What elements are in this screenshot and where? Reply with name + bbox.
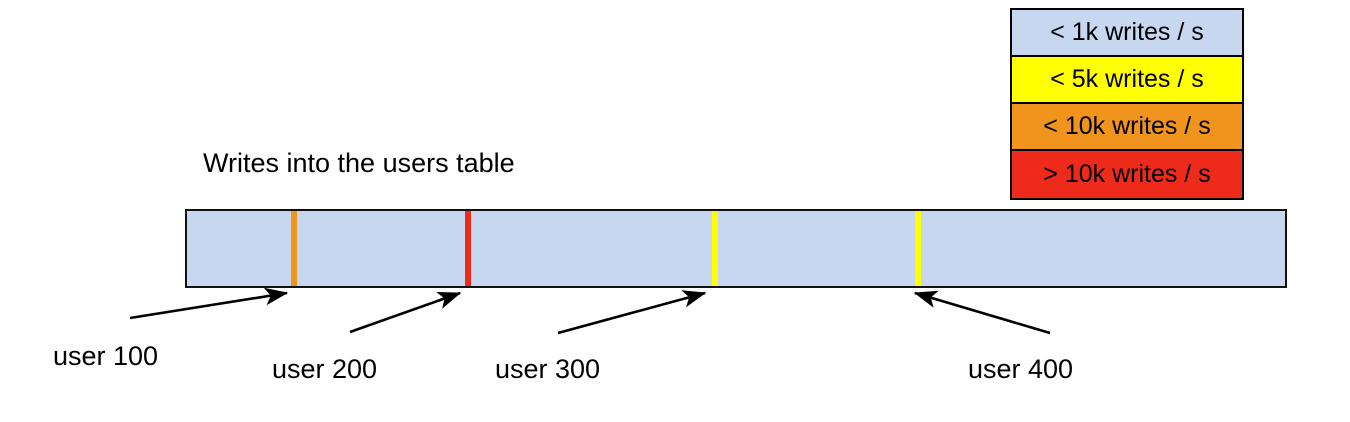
- bar-stripe-user-300: [712, 211, 718, 286]
- chart-title: Writes into the users table: [203, 148, 515, 178]
- callout-label-user-200: user 200: [272, 354, 378, 384]
- callout-label-user-300: user 300: [495, 354, 601, 384]
- bar-stripe-user-100: [291, 211, 297, 286]
- legend-label: < 5k writes / s: [1050, 65, 1204, 93]
- legend: < 1k writes / s < 5k writes / s < 10k wr…: [1010, 8, 1244, 200]
- legend-label: < 1k writes / s: [1050, 18, 1204, 46]
- arrow-user-300: [557, 290, 707, 335]
- arrow-user-100: [129, 287, 289, 320]
- legend-tier-under-1k: < 1k writes / s: [1012, 10, 1242, 57]
- callout-label-user-400: user 400: [968, 354, 1074, 384]
- legend-tier-under-5k: < 5k writes / s: [1012, 57, 1242, 104]
- users-table-bar: [185, 209, 1287, 288]
- legend-tier-under-10k: < 10k writes / s: [1012, 104, 1242, 151]
- bar-stripe-user-400: [915, 211, 921, 286]
- arrow-user-200: [349, 291, 462, 334]
- arrow-user-400: [913, 290, 1051, 335]
- bar-stripe-user-200: [465, 211, 471, 286]
- legend-label: > 10k writes / s: [1043, 160, 1211, 188]
- callout-label-user-100: user 100: [53, 341, 159, 371]
- legend-label: < 10k writes / s: [1043, 112, 1211, 140]
- legend-tier-over-10k: > 10k writes / s: [1012, 151, 1242, 198]
